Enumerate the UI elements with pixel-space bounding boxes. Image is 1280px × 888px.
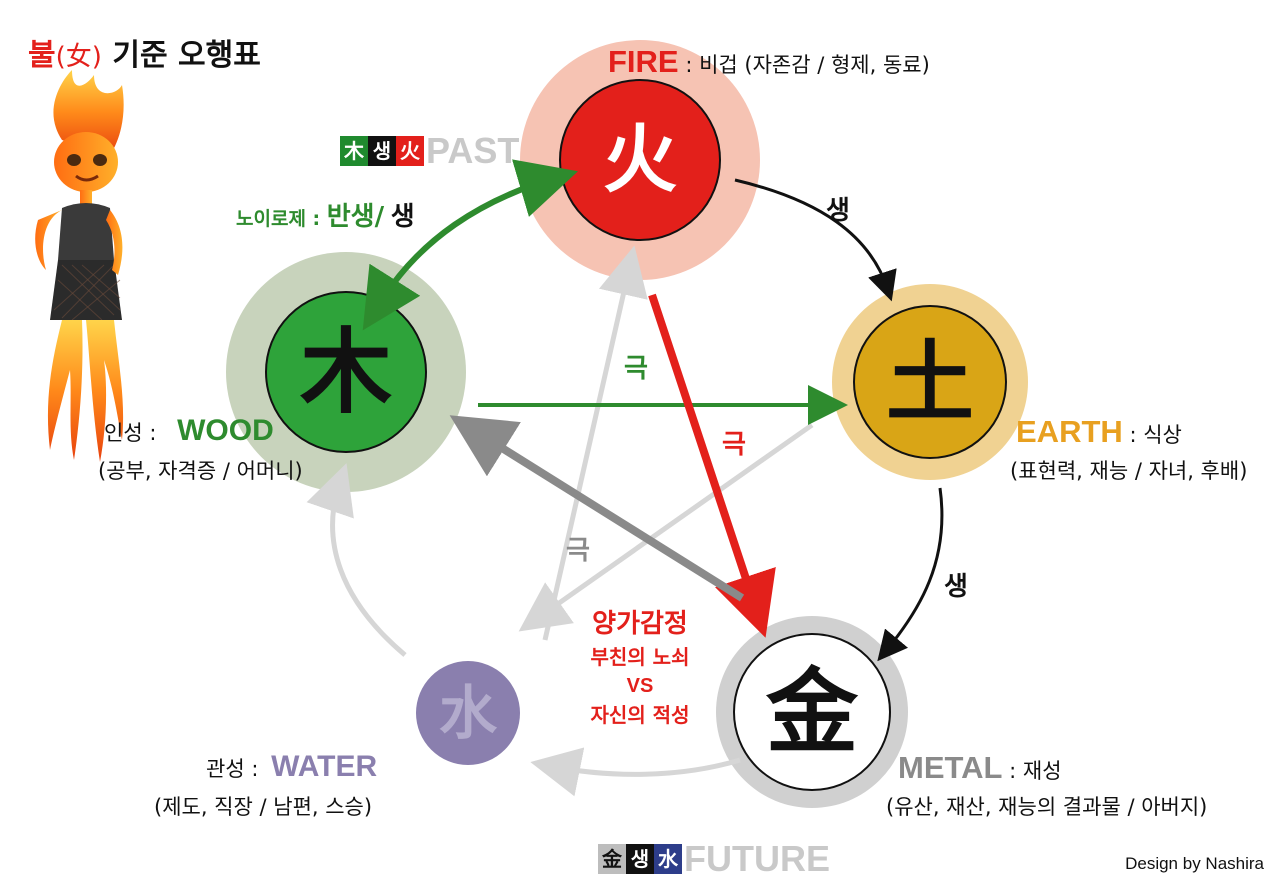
water-label-row: 관성 : WATER	[206, 750, 377, 784]
wood-char: 木	[296, 316, 396, 428]
wood-earth-label: 극	[624, 348, 648, 385]
fire-earth-label: 생	[826, 190, 850, 227]
earth-char: 土	[880, 326, 980, 438]
wood-label: WOOD	[177, 414, 274, 447]
center-line4: 자신의 적성	[560, 700, 720, 730]
metal-char: 金	[762, 656, 862, 768]
future-badge-saeng: 생	[626, 844, 654, 874]
metal-label-row: METAL : 재성	[898, 750, 1062, 786]
past-badge-wood: 木	[340, 136, 368, 166]
wood-fire-label-a: 노이로제 :	[236, 208, 320, 230]
water-char: 水	[428, 673, 508, 753]
wood-prefix: 인성 :	[104, 421, 156, 445]
fire-char: 火	[600, 112, 680, 208]
fire-earth-arrow	[735, 180, 888, 290]
metal-label: METAL	[898, 750, 1002, 785]
fire-desc: : 비겁 (자존감 / 형제, 동료)	[685, 53, 929, 77]
center-line2: 부친의 노쇠	[560, 642, 720, 672]
center-line1: 양가감정	[560, 606, 720, 642]
wood-fire-label: 노이로제 : 반생/ 생	[236, 196, 415, 233]
fire-label-row: FIRE : 비겁 (자존감 / 형제, 동료)	[608, 44, 930, 80]
future-badge-water: 水	[654, 844, 682, 874]
water-prefix: 관성 :	[206, 757, 258, 781]
center-text: 양가감정 부친의 노쇠 VS 자신의 적성	[560, 606, 720, 730]
earth-metal-label: 생	[944, 566, 968, 603]
metal-wood-label: 극	[566, 530, 590, 567]
center-line3: VS	[560, 672, 720, 700]
earth-desc2: (표현력, 재능 / 자녀, 후배)	[1010, 455, 1247, 485]
metal-desc: : 재성	[1009, 759, 1061, 783]
earth-water-arrow	[535, 425, 812, 620]
wood-desc: (공부, 자격증 / 어머니)	[98, 455, 303, 485]
water-desc2: (제도, 직장 / 남편, 스승)	[154, 791, 372, 821]
earth-label-row: EARTH : 식상	[1016, 414, 1182, 450]
metal-desc2: (유산, 재산, 재능의 결과물 / 아버지)	[886, 791, 1207, 821]
earth-label: EARTH	[1016, 414, 1123, 449]
fire-metal-label: 극	[722, 424, 746, 461]
earth-metal-arrow	[885, 488, 942, 652]
metal-water-arrow	[550, 760, 740, 774]
wood-fire-label-c: 생	[391, 202, 415, 232]
past-badge-saeng: 생	[368, 136, 396, 166]
credit-text: Design by Nashira	[1125, 854, 1264, 874]
wood-label-row: 인성 : WOOD	[104, 414, 274, 448]
future-badge-metal: 金	[598, 844, 626, 874]
fire-label: FIRE	[608, 44, 679, 79]
water-wood-arrow	[333, 482, 405, 655]
past-word: PAST	[426, 130, 519, 171]
past-badge-fire: 火	[396, 136, 424, 166]
earth-desc: : 식상	[1129, 423, 1181, 447]
future-word: FUTURE	[684, 838, 830, 879]
water-label: WATER	[271, 750, 377, 783]
wood-fire-label-b: 반생/	[327, 202, 384, 232]
